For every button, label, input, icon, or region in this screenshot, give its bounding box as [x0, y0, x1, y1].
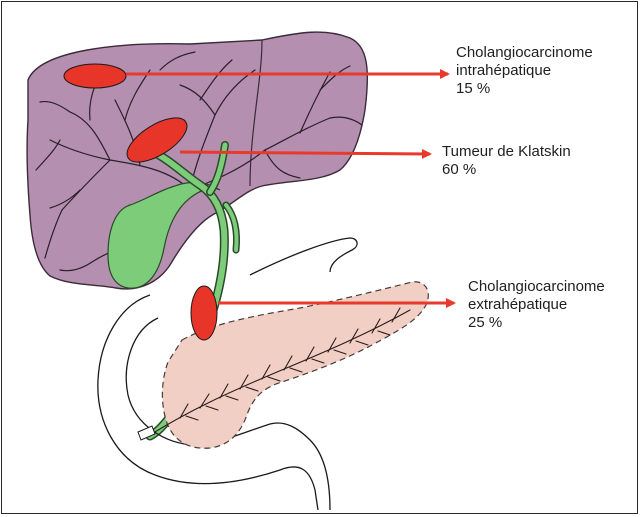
- arrow-klatskin: [180, 152, 430, 154]
- label-extrahepatic-line1: Cholangiocarcinome: [468, 278, 605, 296]
- stomach-curve: [250, 238, 357, 275]
- label-intrahepatic: Cholangiocarcinome intrahépatique 15 %: [456, 44, 593, 98]
- label-extrahepatic-percent: 25 %: [468, 314, 605, 332]
- label-intrahepatic-line2: intrahépatique: [456, 62, 593, 80]
- label-klatskin-percent: 60 %: [442, 161, 571, 179]
- label-klatskin: Tumeur de Klatskin 60 %: [442, 143, 571, 179]
- tumor-extrahepatic: [191, 286, 217, 340]
- label-extrahepatic: Cholangiocarcinome extrahépatique 25 %: [468, 278, 605, 332]
- label-intrahepatic-line1: Cholangiocarcinome: [456, 44, 593, 62]
- label-klatskin-line1: Tumeur de Klatskin: [442, 143, 571, 161]
- label-intrahepatic-percent: 15 %: [456, 80, 593, 98]
- tumor-intrahepatic: [64, 64, 126, 88]
- label-extrahepatic-line2: extrahépatique: [468, 296, 605, 314]
